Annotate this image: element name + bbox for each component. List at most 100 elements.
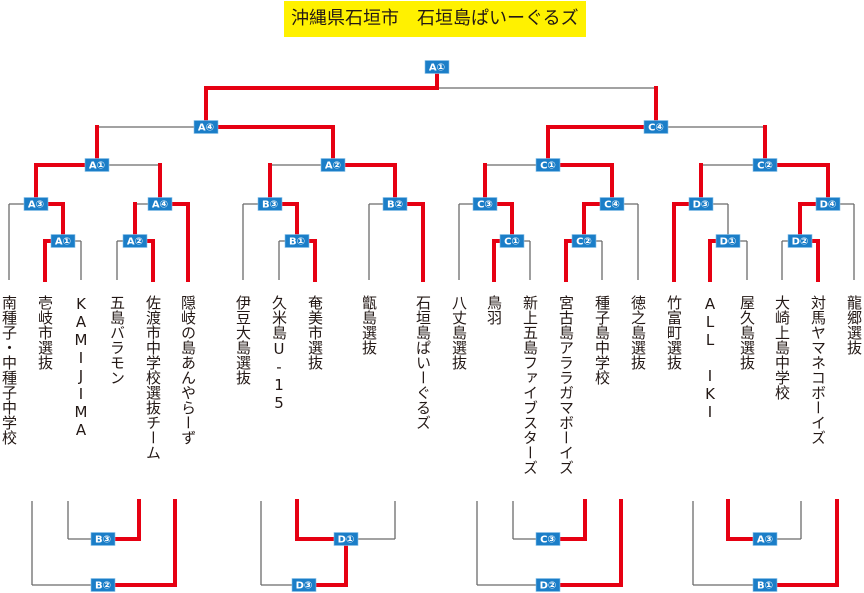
match-label: C④ [648, 123, 664, 134]
match-box-background [291, 578, 317, 592]
match-label-box: D③ [688, 197, 714, 211]
match-box-background [257, 197, 283, 211]
match-box-background [815, 197, 841, 211]
team-name: 壱岐市選抜 [36, 295, 54, 370]
match-label-box: A④ [193, 120, 219, 134]
match-label: A③ [28, 200, 44, 211]
match-label-box: C④ [643, 120, 669, 134]
team-name: 龍郷選抜 [845, 295, 863, 355]
match-label: C② [757, 161, 773, 172]
team-name: 屋久島選抜 [738, 295, 756, 370]
team-name: 伊豆大島選抜 [234, 295, 252, 385]
match-box-background [752, 158, 778, 172]
match-box-background [787, 234, 813, 248]
match-box-background [472, 197, 498, 211]
winner-lines-layer [34, 71, 839, 587]
match-box-background [23, 197, 49, 211]
team-name: KAMIJIMA [72, 295, 90, 439]
match-box-background [382, 197, 408, 211]
match-label: C① [504, 237, 520, 248]
match-label: A③ [757, 535, 773, 546]
team-name: 南種子・中種子中学校 [0, 295, 18, 445]
match-label: B① [289, 237, 305, 248]
match-box-background [571, 234, 597, 248]
match-label-box: D① [715, 234, 741, 248]
match-label: D③ [296, 581, 313, 592]
match-label: D④ [820, 200, 837, 211]
team-name: 甑島選抜 [360, 295, 378, 355]
match-label: A② [127, 237, 143, 248]
team-name: 石垣島ぱいーぐるズ [414, 295, 432, 430]
match-box-background [599, 197, 625, 211]
match-box-background [333, 532, 359, 546]
match-label: C② [576, 237, 592, 248]
team-name: 大崎上島中学校 [773, 295, 791, 400]
match-label: A④ [198, 123, 214, 134]
team-name: 鳥羽 [485, 295, 503, 325]
match-label-box: D③ [291, 578, 317, 592]
match-label-box: D④ [815, 197, 841, 211]
match-label: D③ [693, 200, 710, 211]
match-label-box: D② [787, 234, 813, 248]
team-name: 八丈島選抜 [450, 295, 468, 370]
match-label: A④ [152, 200, 168, 211]
match-label-box: A④ [147, 197, 173, 211]
match-label-box: B① [752, 578, 778, 592]
match-label: C③ [477, 200, 493, 211]
match-label-box: B② [382, 197, 408, 211]
match-label-box: C④ [599, 197, 625, 211]
match-box-background [147, 197, 173, 211]
match-label-box: C② [571, 234, 597, 248]
match-box-background [193, 120, 219, 134]
match-label: D② [540, 581, 557, 592]
match-label-box: C① [535, 158, 561, 172]
match-label: D① [338, 535, 355, 546]
match-box-background [424, 60, 450, 74]
match-label: C③ [540, 535, 556, 546]
match-box-background [90, 578, 116, 592]
match-box-background [320, 158, 346, 172]
match-label-box: C③ [472, 197, 498, 211]
match-box-background [752, 532, 778, 546]
match-box-background [122, 234, 148, 248]
match-label: B① [757, 581, 773, 592]
match-label: B② [95, 581, 111, 592]
page-title: 沖縄県石垣市 石垣島ぱいーぐるズ [284, 1, 586, 37]
team-name: 新上五島ファイブスターズ [521, 295, 539, 475]
match-label-box: C③ [535, 532, 561, 546]
match-box-background [84, 158, 110, 172]
match-box-background [50, 234, 76, 248]
match-box-background [535, 532, 561, 546]
match-label: A① [55, 237, 71, 248]
match-box-background [499, 234, 525, 248]
match-label-box: D② [535, 578, 561, 592]
match-label: C① [540, 161, 556, 172]
match-label: C④ [604, 200, 620, 211]
match-label: D② [792, 237, 809, 248]
match-label-box: A① [50, 234, 76, 248]
team-name: 竹富町選抜 [665, 295, 683, 370]
team-name: 奄美市選抜 [306, 295, 324, 370]
team-name: 久米島U-15 [270, 295, 288, 412]
match-label-box: B③ [90, 532, 116, 546]
match-boxes-layer: A① A③ A② A④ A① B① B③ B② A② A④ C① C③ C② C④ C① D① D③ D② D④ C②… [23, 60, 841, 592]
match-box-background [535, 578, 561, 592]
team-name: ALL IKI [701, 295, 719, 421]
match-label: B② [387, 200, 403, 211]
team-name: 宮古島アララガマボーイズ [557, 295, 575, 475]
match-label-box: A① [84, 158, 110, 172]
match-label: B③ [95, 535, 111, 546]
match-label-box: A③ [752, 532, 778, 546]
match-box-background [643, 120, 669, 134]
match-box-background [535, 158, 561, 172]
match-label-box: B① [284, 234, 310, 248]
match-label-box: A② [320, 158, 346, 172]
team-name: 佐渡市中学校選抜チーム [144, 295, 162, 460]
match-label-box: C② [752, 158, 778, 172]
match-label-box: A② [122, 234, 148, 248]
match-box-background [688, 197, 714, 211]
match-box-background [284, 234, 310, 248]
match-label-box: C① [499, 234, 525, 248]
